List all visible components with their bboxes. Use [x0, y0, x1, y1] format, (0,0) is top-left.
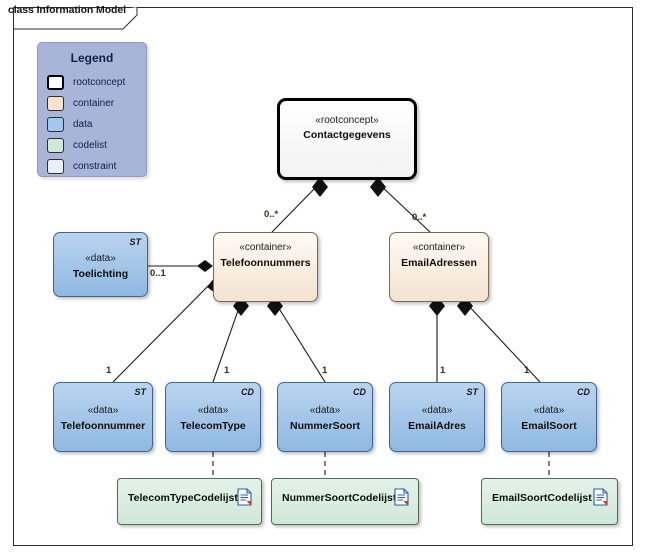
class-nummersoort-tag: CD [353, 387, 366, 397]
class-telecomtype-name: TelecomType [180, 420, 246, 432]
legend-item-constraint: constraint [47, 156, 142, 176]
class-emailadres-name: EmailAdres [408, 420, 466, 432]
class-toelichting-name: Toelichting [72, 268, 129, 280]
legend-label-constraint: constraint [73, 160, 117, 172]
multiplicity-root-emailadressen: 0..* [412, 212, 427, 223]
class-emailadres-tag: ST [466, 387, 478, 397]
class-contactgegevens[interactable]: «rootconcept» Contactgegevens [277, 98, 417, 180]
document-icon [593, 488, 608, 506]
class-emailsoort-stereotype: «data» [533, 405, 565, 416]
class-toelichting-stereotype: «data» [85, 253, 116, 264]
class-telecomtype-tag: CD [241, 387, 254, 397]
codelist-emailsoortcodelijst-name: EmailSoortCodelijst [492, 492, 592, 504]
diagram-frame-tab [13, 7, 138, 30]
multiplicity-telefoonnummers-telefoonnummer: 1 [106, 365, 112, 376]
codelist-emailsoortcodelijst[interactable]: EmailSoortCodelijst [481, 478, 618, 525]
class-emailadres[interactable]: ST «data» EmailAdres [389, 382, 485, 452]
diagram-title: class Information Model [8, 4, 126, 16]
class-telecomtype-stereotype: «data» [197, 405, 229, 416]
codelist-telecomtypecodelijst[interactable]: TelecomTypeCodelijst [117, 478, 262, 525]
class-emailadressen-name: EmailAdressen [401, 257, 477, 269]
class-toelichting-tag: ST [129, 237, 141, 247]
multiplicity-emailadressen-emailadres: 1 [440, 365, 446, 376]
class-nummersoort-stereotype: «data» [309, 405, 341, 416]
document-icon [237, 488, 252, 506]
legend-label-codelist: codelist [73, 139, 107, 151]
document-icon [394, 488, 409, 506]
class-telefoonnummers[interactable]: «container» Telefoonnummers [213, 232, 318, 302]
multiplicity-root-telefoonnummers: 0..* [264, 209, 279, 220]
multiplicity-telefoonnummers-nummersoort: 1 [322, 365, 328, 376]
class-telefoonnummer[interactable]: ST «data» Telefoonnummer [53, 382, 153, 452]
class-toelichting[interactable]: ST «data» Toelichting [53, 232, 148, 297]
legend-label-container: container [73, 97, 115, 109]
legend-swatch-container [47, 95, 64, 111]
legend-items: rootconcept container data codelist cons… [47, 72, 142, 177]
class-telefoonnummer-tag: ST [134, 387, 146, 397]
class-emailsoort-tag: CD [577, 387, 590, 397]
class-contactgegevens-stereotype: «rootconcept» [315, 115, 379, 126]
multiplicity-telefoonnummers-telecomtype: 1 [224, 365, 230, 376]
class-emailadressen-stereotype: «container» [412, 242, 466, 253]
class-emailadressen[interactable]: «container» EmailAdressen [389, 232, 489, 302]
legend-label-rootconcept: rootconcept [73, 76, 126, 88]
class-telefoonnummers-name: Telefoonnummers [220, 257, 311, 269]
legend-item-rootconcept: rootconcept [47, 72, 142, 92]
class-emailsoort[interactable]: CD «data» EmailSoort [501, 382, 597, 452]
legend-item-data: data [47, 114, 142, 134]
legend-title: Legend [70, 51, 114, 65]
legend-item-codelist: codelist [47, 135, 142, 155]
codelist-nummersoortcodelijst[interactable]: NummerSoortCodelijst [271, 478, 419, 525]
legend-swatch-codelist [47, 137, 64, 153]
multiplicity-telefoonnummers-toelichting: 0..1 [150, 268, 166, 279]
legend-swatch-data [47, 116, 64, 132]
legend-swatch-rootconcept [47, 74, 64, 90]
class-nummersoort-name: NummerSoort [289, 420, 360, 432]
class-telecomtype[interactable]: CD «data» TelecomType [165, 382, 261, 452]
legend-label-data: data [73, 118, 93, 130]
class-telefoonnummer-stereotype: «data» [87, 405, 119, 416]
class-emailadres-stereotype: «data» [421, 405, 453, 416]
legend-item-container: container [47, 93, 142, 113]
class-emailsoort-name: EmailSoort [521, 420, 577, 432]
legend-panel: Legend rootconcept container data codeli… [37, 42, 147, 177]
class-telefoonnummer-name: Telefoonnummer [60, 420, 146, 432]
class-contactgegevens-name: Contactgegevens [303, 129, 391, 141]
multiplicity-emailadressen-emailsoort: 1 [524, 365, 530, 376]
class-telefoonnummers-stereotype: «container» [239, 242, 292, 253]
legend-swatch-constraint [47, 158, 64, 174]
class-nummersoort[interactable]: CD «data» NummerSoort [277, 382, 373, 452]
codelist-nummersoortcodelijst-name: NummerSoortCodelijst [282, 492, 397, 504]
codelist-telecomtypecodelijst-name: TelecomTypeCodelijst [128, 492, 238, 504]
